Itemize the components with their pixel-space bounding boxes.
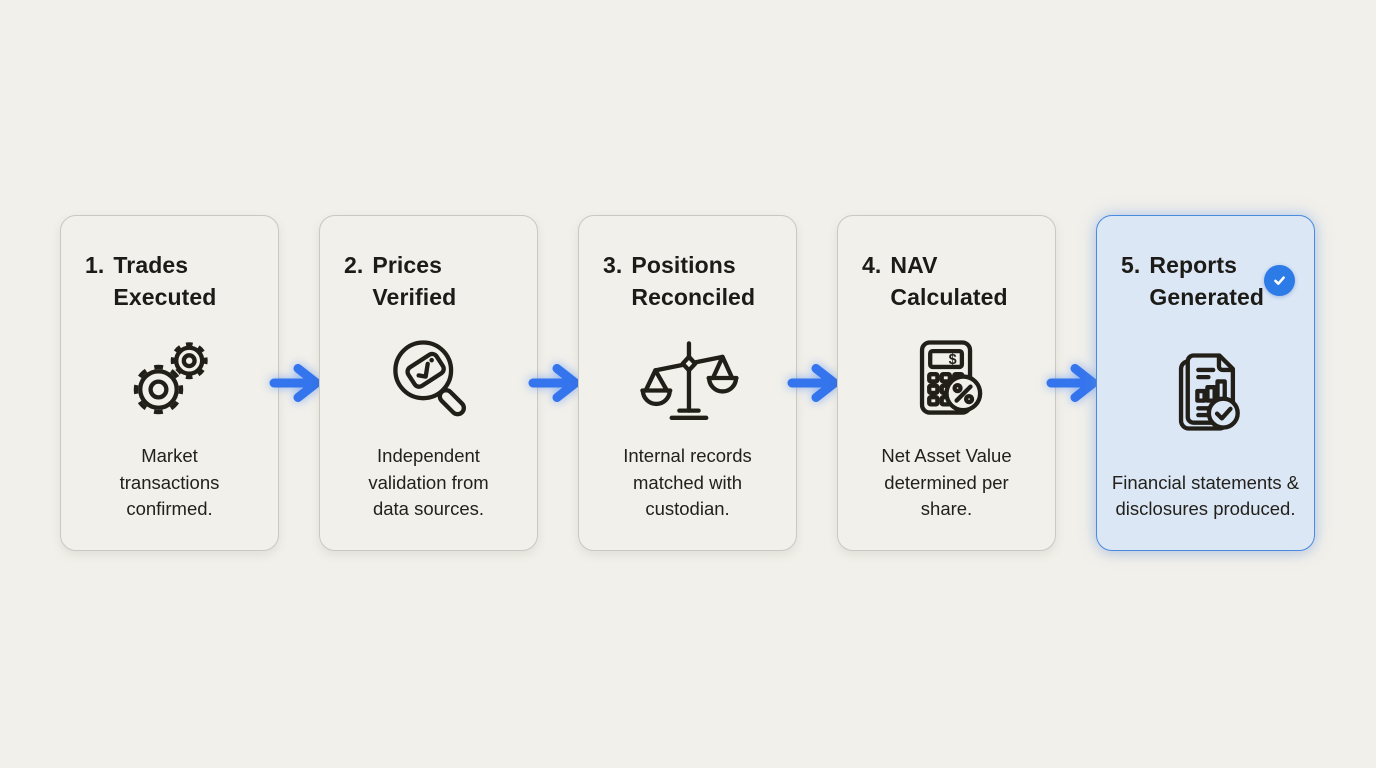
step-title: 3. Positions Reconciled — [603, 249, 756, 313]
financial-report-icon — [1097, 313, 1314, 469]
step-card-nav-calculated: 4. NAV Calculated $ — [837, 215, 1056, 551]
right-arrow-icon — [528, 215, 580, 551]
step-title-text: Positions Reconciled — [631, 252, 756, 311]
step-number: 1. — [85, 252, 105, 278]
step-title: 1. Trades Executed — [85, 249, 231, 313]
step-number: 2. — [344, 252, 364, 278]
right-arrow-icon — [787, 215, 839, 551]
step-description: Market transactions confirmed. — [119, 445, 220, 520]
balance-scale-icon — [579, 313, 796, 443]
step-title: 5. Reports Generated — [1121, 249, 1267, 313]
step-title-text: Trades Executed — [113, 252, 217, 311]
price-tag-magnifier-icon — [320, 313, 537, 443]
step-title-text: Prices Verified — [372, 252, 457, 311]
step-description: Internal records matched with custodian. — [623, 445, 752, 520]
step-title: 4. NAV Calculated — [862, 249, 1008, 313]
step-title-text: NAV Calculated — [890, 252, 1008, 311]
step-description: Financial statements & disclosures produ… — [1111, 471, 1300, 520]
calculator-percent-icon: $ — [838, 313, 1055, 443]
process-flow-diagram: 1. Trades Executed Market transactions co… — [60, 215, 1315, 551]
step-number: 3. — [603, 252, 623, 278]
right-arrow-icon — [1046, 215, 1098, 551]
right-arrow-icon — [269, 215, 321, 551]
completed-check-badge — [1264, 265, 1295, 296]
gears-icon — [61, 313, 278, 443]
step-card-reports-generated: 5. Reports Generated — [1096, 215, 1315, 551]
step-description: Independent validation from data sources… — [368, 445, 489, 520]
step-title: 2. Prices Verified — [344, 249, 490, 313]
svg-text:$: $ — [948, 352, 956, 368]
step-description: Net Asset Value determined per share. — [881, 445, 1012, 520]
step-card-prices-verified: 2. Prices Verified Independent validation… — [319, 215, 538, 551]
step-title-text: Reports Generated — [1149, 252, 1265, 311]
step-card-trades-executed: 1. Trades Executed Market transactions co… — [60, 215, 279, 551]
step-number: 5. — [1121, 252, 1141, 278]
step-card-positions-reconciled: 3. Positions Reconciled Internal records … — [578, 215, 797, 551]
step-number: 4. — [862, 252, 882, 278]
